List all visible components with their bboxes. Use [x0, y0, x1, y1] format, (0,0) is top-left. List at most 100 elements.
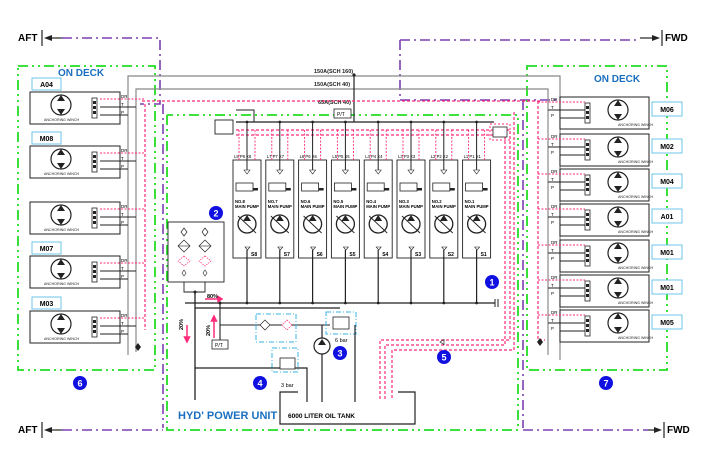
hydraulic-motor-icon — [607, 206, 629, 228]
port-label: P — [121, 220, 124, 225]
right-zone-title: ON DECK — [594, 74, 641, 85]
pump-check-valve-icon — [473, 169, 481, 175]
aft-label-bottom: AFT — [18, 425, 37, 436]
winch-body — [29, 91, 121, 125]
pump-body — [298, 159, 328, 259]
relief-valve-high-box — [325, 311, 357, 335]
callout-6: 6 — [73, 376, 87, 390]
winch-label: ANCHORING WINCH — [44, 228, 80, 232]
pump-suction-label: S5 — [349, 252, 355, 258]
winch-id-tag: M07 — [31, 241, 62, 255]
pump-subtitle: MAIN PUMP — [465, 204, 489, 209]
port-label: DR — [121, 258, 128, 263]
pump-name: NO.4 — [366, 199, 376, 204]
relief-valve-header — [214, 119, 234, 135]
winch-body — [29, 145, 121, 179]
flow-arrow-up-icon — [210, 314, 218, 338]
suction-valve-icon — [408, 246, 415, 251]
hydraulic-motor-icon — [607, 312, 629, 334]
suction-valve-icon — [277, 246, 284, 251]
anchoring-winch[interactable]: ANCHORING WINCH — [559, 309, 654, 343]
winch-body — [29, 255, 121, 289]
anchoring-winch[interactable]: ANCHORING WINCH — [29, 91, 121, 125]
port-label: T — [551, 248, 554, 253]
port-label: DR — [121, 94, 128, 99]
winch-id-tag: M01 — [651, 279, 683, 295]
control-valve-icon — [584, 245, 591, 267]
suction-valve-icon — [342, 246, 350, 251]
port-label: DR — [121, 148, 128, 153]
winch-id-label: M03 — [40, 301, 54, 308]
port-label: P — [551, 256, 554, 261]
anchoring-winch[interactable]: ANCHORING WINCH — [29, 201, 121, 235]
callout-7-label: 7 — [603, 379, 608, 389]
pump-body — [232, 159, 262, 259]
anchoring-winch[interactable]: ANCHORING WINCH — [29, 255, 121, 289]
winch-label: ANCHORING WINCH — [618, 195, 654, 199]
pump-subtitle: MAIN PUMP — [235, 204, 259, 209]
winch-id-tag: M08 — [31, 131, 62, 145]
port-label: P — [551, 326, 554, 331]
port-label: P — [121, 329, 124, 334]
winch-label: ANCHORING WINCH — [618, 266, 654, 270]
winch-id-tag: M05 — [651, 314, 683, 330]
pump-brand-logo — [301, 182, 324, 192]
pump-name: NO.8 — [235, 199, 245, 204]
callout-2-label: 2 — [213, 209, 218, 219]
port-label: DR — [121, 313, 128, 318]
pump-port-labels: L5 P5 X5 — [332, 154, 350, 159]
pump-brand-logo — [366, 182, 390, 192]
anchoring-winch[interactable]: ANCHORING WINCH — [559, 133, 654, 167]
anchoring-winch[interactable]: ANCHORING WINCH — [29, 310, 121, 344]
aft-label-top: AFT — [18, 33, 37, 44]
winch-id-tag: A01 — [651, 208, 683, 224]
pump-body — [429, 159, 459, 259]
callout-3-label: 3 — [337, 349, 342, 359]
header-label-3: 65A(SCH 40) — [318, 100, 351, 106]
suction-valve-icon — [441, 246, 448, 251]
aft-arrow-top-icon — [44, 35, 52, 41]
port-label: T — [551, 105, 554, 110]
hpu-zone — [166, 114, 519, 431]
suction-valve-icon — [473, 246, 481, 251]
callout-group: 1 2 3 4 5 6 7 — [73, 206, 613, 390]
variable-pump-icon — [401, 214, 421, 234]
pump-suction-label: S3 — [415, 252, 421, 258]
header-label-2: 150A(SCH 40) — [314, 82, 350, 88]
variable-pump-icon — [434, 214, 454, 234]
pump-check-valve-icon — [243, 169, 251, 175]
pressure-transmitter-return — [211, 339, 229, 350]
callout-6-label: 6 — [77, 379, 82, 389]
left-zone-title: ON DECK — [58, 68, 105, 79]
winch-id-tag: M03 — [31, 296, 62, 310]
hydraulic-motor-icon — [50, 313, 72, 335]
hydraulic-motor-icon — [50, 94, 72, 116]
pump-brand-logo — [268, 182, 291, 192]
port-label: T — [551, 283, 554, 288]
relief-valve-low-box — [271, 347, 299, 373]
aft-arrow-bottom-icon — [44, 427, 52, 433]
port-label: T — [121, 102, 124, 107]
anchoring-winch[interactable]: ANCHORING WINCH — [29, 145, 121, 179]
hydraulic-motor-icon — [50, 204, 72, 226]
pump-port-labels: L2 P2 X2 — [431, 154, 449, 159]
pump-name: NO.2 — [432, 199, 442, 204]
hydraulic-motor-icon — [607, 277, 629, 299]
pump-suction-label: S6 — [317, 252, 323, 258]
aft-axis-line-top — [62, 37, 161, 105]
winch-id-label: M04 — [660, 179, 674, 186]
header-filter — [492, 126, 508, 138]
left-deck-zone — [17, 65, 156, 371]
port-label: P — [551, 150, 554, 155]
pressure-transmitter-header — [333, 108, 352, 119]
